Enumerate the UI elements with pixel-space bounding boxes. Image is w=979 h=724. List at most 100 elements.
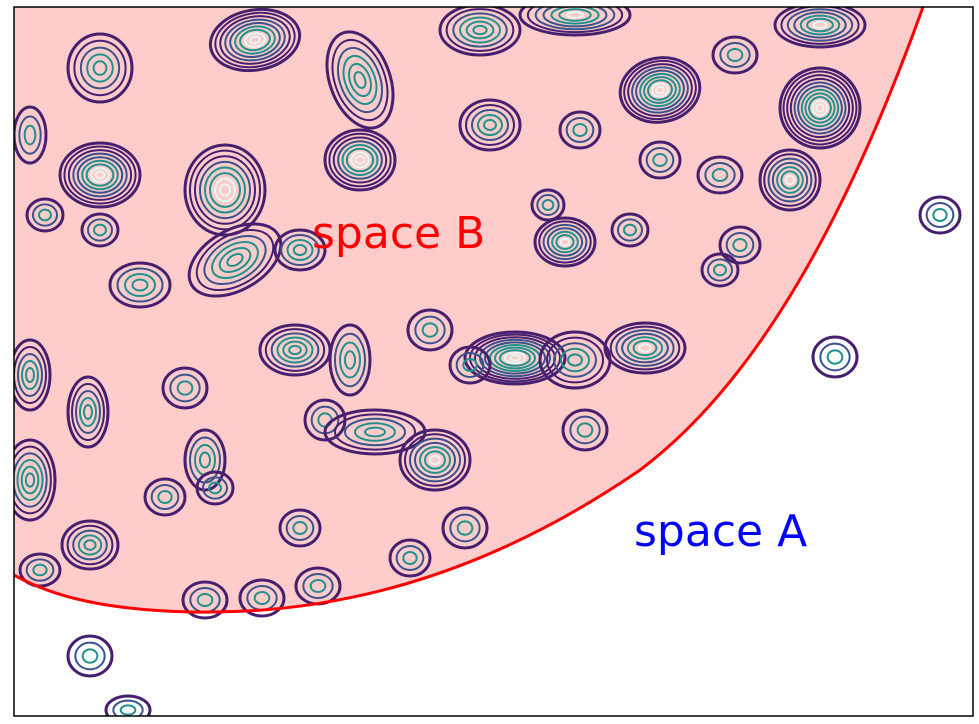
contour-ring <box>108 261 172 309</box>
contour-ring <box>90 166 110 184</box>
contour-ring <box>808 96 832 120</box>
contour-ring <box>18 115 42 155</box>
contour-ring <box>763 153 817 207</box>
contour-ring <box>264 328 326 372</box>
space-boundary-curve <box>14 7 925 614</box>
contour-ring <box>183 428 227 492</box>
contour-ring <box>483 119 497 131</box>
contour-ring <box>441 506 489 550</box>
contour-ring <box>87 218 113 242</box>
contour-ring <box>811 99 829 117</box>
contour-ring <box>773 7 867 49</box>
contour-ring <box>253 591 271 605</box>
contour-ring <box>77 534 103 556</box>
contour-ring <box>337 140 383 180</box>
contour-ring <box>143 477 187 517</box>
contour-ring <box>615 329 675 367</box>
contour-ring <box>465 104 515 146</box>
contour-ring <box>23 124 37 146</box>
contour-ring <box>66 524 114 566</box>
contour-ring <box>67 149 133 201</box>
contour-ring <box>199 451 211 469</box>
contour-ring <box>187 222 283 298</box>
contour-ring <box>224 18 286 62</box>
contour-ring <box>124 273 156 297</box>
contour-ring <box>203 234 267 286</box>
contour-ring <box>499 349 531 367</box>
contour-ring <box>195 228 275 292</box>
contour-ring <box>725 232 755 258</box>
contour-ring <box>86 53 114 83</box>
contour-ring <box>196 593 214 607</box>
contour-ring <box>176 380 194 396</box>
contour-ring <box>323 128 397 192</box>
contour-ring <box>472 24 488 36</box>
contour-ring <box>617 218 643 242</box>
contour-ring <box>550 7 600 25</box>
contour-ring <box>465 20 495 40</box>
contour-ring <box>292 521 308 535</box>
contour-ring <box>199 160 251 220</box>
space-b-region <box>14 7 923 613</box>
contour-ring <box>229 22 281 58</box>
contour-ring <box>804 92 836 124</box>
contour-ring <box>66 634 114 678</box>
contour-ring <box>14 346 47 404</box>
contour-ring <box>337 46 383 114</box>
contour-ring <box>647 79 673 101</box>
contour-ring <box>276 336 314 364</box>
contour-ring <box>793 11 847 39</box>
contour-ring <box>419 446 451 474</box>
contour-ring <box>603 321 687 375</box>
contour-ring <box>561 408 609 452</box>
contour-ring <box>93 223 107 237</box>
contour-ring <box>711 168 729 182</box>
contour-ring <box>71 383 105 441</box>
space-a-label: space A <box>634 506 807 557</box>
contour-ring <box>786 74 854 142</box>
contour-ring <box>576 422 594 438</box>
contour-ring <box>726 48 744 62</box>
contour-ring <box>621 332 669 364</box>
contour-ring <box>627 63 693 117</box>
contour-ring <box>623 59 697 121</box>
contour-ring <box>339 341 361 379</box>
contour-ring <box>819 342 851 372</box>
contour-ring <box>169 373 201 403</box>
contour-ring <box>789 77 851 139</box>
contour-ring <box>925 202 955 228</box>
contour-ring <box>58 141 142 209</box>
contour-ring <box>429 454 441 466</box>
contour-ring <box>560 347 590 373</box>
contour-ring <box>14 338 52 412</box>
contour-ring <box>826 349 844 365</box>
contour-ring <box>20 465 40 495</box>
contour-ring <box>209 172 241 208</box>
contour-ring <box>414 315 446 345</box>
contour-ring <box>459 16 501 44</box>
contour-ring <box>533 216 597 268</box>
contour-ring <box>567 353 583 367</box>
contour-ring <box>364 426 386 438</box>
contour-ring <box>354 422 396 442</box>
contour-ring <box>631 66 689 114</box>
contour-ring <box>421 322 439 338</box>
contour-ring <box>546 336 604 384</box>
contour-ring <box>494 346 536 370</box>
contour-ring <box>25 558 55 582</box>
contour-ring <box>462 358 478 372</box>
contour-ring <box>328 323 372 397</box>
contour-ring <box>350 151 370 169</box>
contour-ring <box>218 246 252 274</box>
contour-ring <box>652 153 668 167</box>
contour-ring <box>14 105 48 165</box>
contour-ring <box>538 220 592 264</box>
contour-ring <box>767 157 813 203</box>
contour-ring <box>758 148 822 212</box>
space-b-label: space B <box>312 208 485 259</box>
contour-ring <box>280 234 320 266</box>
contour-ring <box>448 345 492 385</box>
contour-ring <box>565 117 595 143</box>
contour-ring <box>452 12 508 48</box>
